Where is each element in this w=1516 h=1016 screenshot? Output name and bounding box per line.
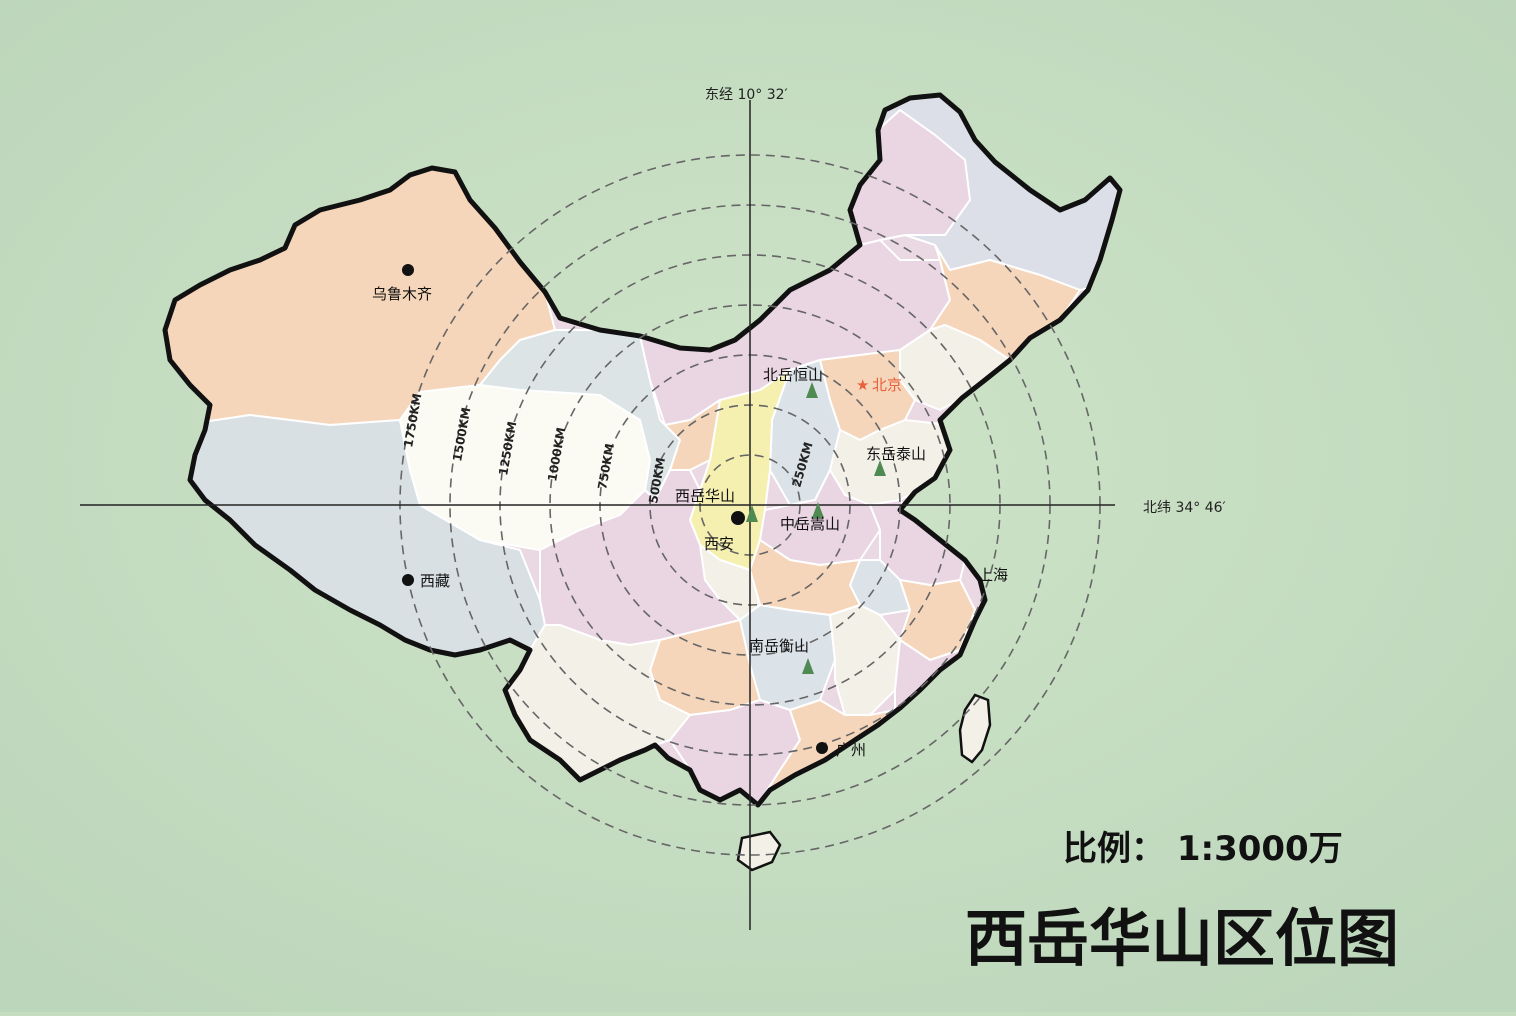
capital-star-icon: ★ xyxy=(856,376,869,394)
city-dot-tibet xyxy=(402,574,414,586)
china-border xyxy=(162,92,1123,808)
map-title: 西岳华山区位图 xyxy=(965,902,1399,975)
region-jiangxi xyxy=(829,604,901,716)
label-songshan: 中岳嵩山 xyxy=(780,515,840,533)
city-label-beijing: 北京 xyxy=(872,376,902,394)
mountain-icon-hengshan-south xyxy=(802,658,814,674)
parallel-label: 北纬 34° 46′ xyxy=(1143,500,1226,516)
label-hengshan-south: 南岳衡山 xyxy=(749,637,809,655)
city-label-guangzhou: 广州 xyxy=(836,741,866,759)
mountain-icons xyxy=(746,382,886,674)
mountain-icon-huashan xyxy=(746,505,758,522)
meridian-label: 东经 10° 32′ xyxy=(705,87,788,103)
city-label-xian: 西安 xyxy=(704,535,734,553)
city-dot-xian xyxy=(731,511,745,525)
city-dot-guangzhou xyxy=(816,742,828,754)
city-label-tibet: 西藏 xyxy=(420,572,450,590)
label-hengshan-north: 北岳恒山 xyxy=(763,366,823,384)
city-label-urumqi: 乌鲁木齐 xyxy=(372,285,432,303)
mountain-icon-hengshan-north xyxy=(806,382,818,398)
scale-label: 比例： 1:3000万 xyxy=(1063,829,1343,869)
label-huashan: 西岳华山 xyxy=(675,487,735,505)
island-hainan xyxy=(736,830,782,872)
mountain-icon-songshan xyxy=(812,502,824,518)
city-label-shanghai: 上海 xyxy=(978,566,1008,584)
mountain-icon-taishan xyxy=(874,460,886,476)
label-taishan: 东岳泰山 xyxy=(866,445,926,463)
region-ningxia xyxy=(664,399,721,471)
city-dot-urumqi xyxy=(402,264,414,276)
